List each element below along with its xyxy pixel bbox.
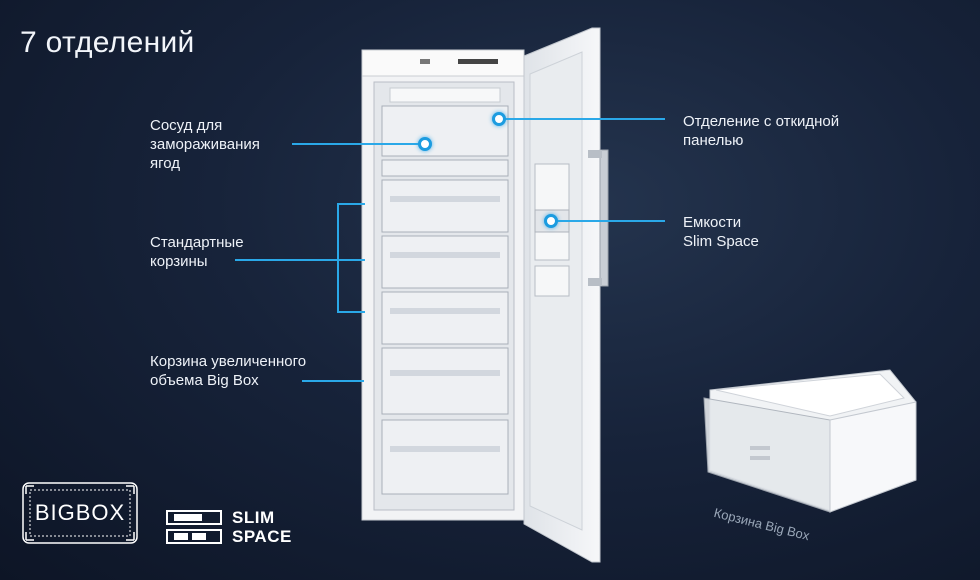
slimspace-callout-dot [544,214,558,228]
bigbox-logo-text: BIGBOX [34,500,126,525]
bigbox-callout-line [302,380,364,382]
bigbox-basket-illustration [703,369,917,513]
standard-callout-line [235,259,338,261]
bigbox-logo: BIGBOX [22,482,138,544]
flap-callout-line [500,118,665,120]
label-standard-baskets: Стандартные корзины [150,234,244,270]
label-flap-compartment: Отделение с откидной панелью [683,113,840,149]
label-bigbox-basket: Корзина увеличенного объема Big Box [150,353,307,389]
label-slimspace-containers: Емкости Slim Space [683,214,759,250]
berry-callout-dot [418,137,432,151]
slimspace-logo-line2: SPACE [232,527,292,546]
standard-bracket-top [337,203,365,205]
slimspace-logo-icon [166,510,222,544]
page-title: 7 отделений [20,26,195,59]
slimspace-logo-text: SLIM SPACE [232,508,292,546]
bigbox-frame-icon [22,482,138,544]
standard-bracket-mid [337,259,365,261]
berry-callout-line [292,143,424,145]
flap-callout-dot [492,112,506,126]
slimspace-logo-line1: SLIM [232,508,275,527]
standard-bracket [337,203,339,313]
slimspace-callout-line [552,220,665,222]
standard-bracket-bottom [337,311,365,313]
freezer-illustration [361,27,609,563]
label-berry-container: Сосуд для замораживания ягод [150,117,260,172]
